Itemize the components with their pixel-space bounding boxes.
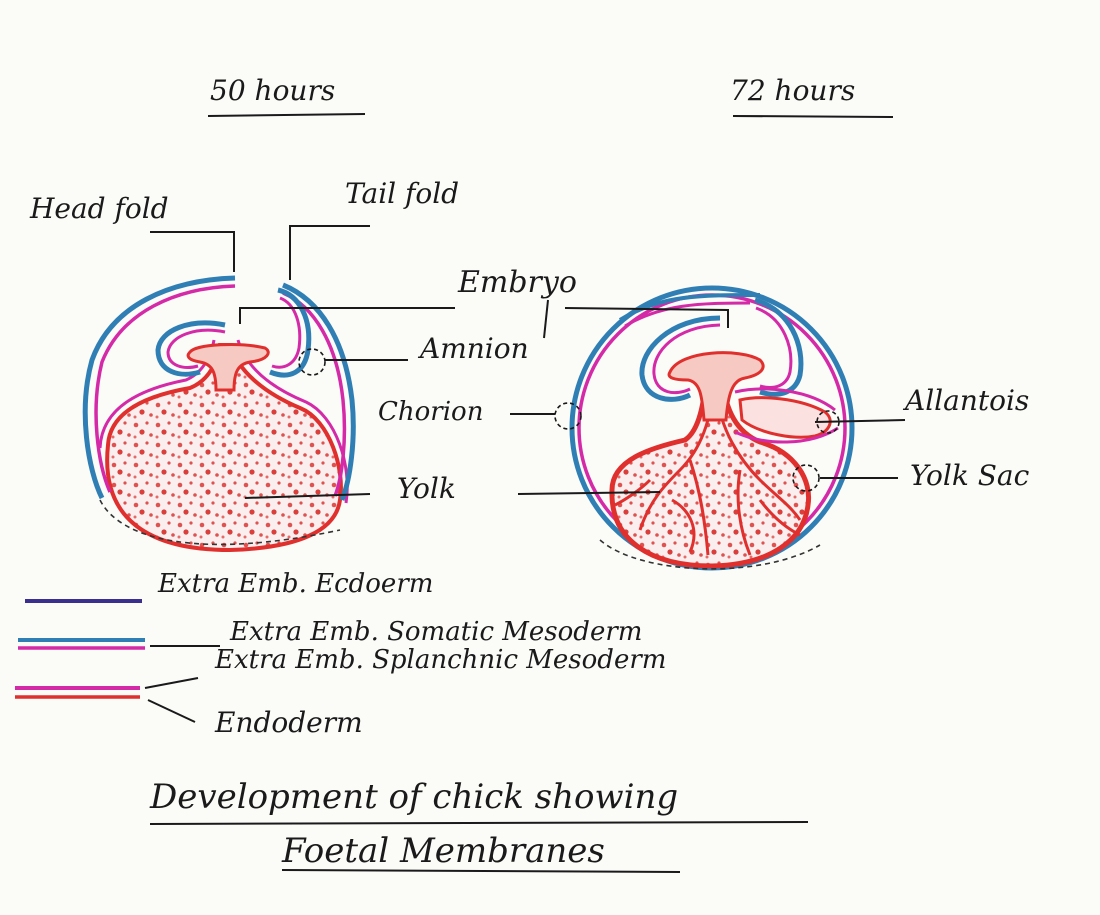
label-amnion: Amnion [325, 332, 529, 365]
tail-fold-label: Tail fold [345, 177, 459, 210]
label-yolk: Yolk [244, 472, 661, 505]
amnion-fold-head-50h [155, 320, 226, 377]
label-chorion: Chorion [378, 397, 555, 427]
caption-line-1: Development of chick showing [149, 777, 678, 817]
yolk-label: Yolk [397, 472, 456, 505]
chorion-label: Chorion [378, 397, 483, 427]
stage-title-50h-text: 50 hours [210, 74, 335, 107]
caption-line-2: Foetal Membranes [281, 831, 605, 871]
embryo-body-72h [667, 351, 765, 422]
legend-item-splanchnic: Extra Emb. Splanchnic Mesoderm [15, 645, 666, 699]
caption: Development of chick showing Foetal Memb… [149, 777, 809, 873]
legend-item-ectoderm: Extra Emb. Ecdoerm [25, 569, 433, 603]
label-tail-fold: Tail fold [289, 177, 459, 280]
stage-title-72h-text: 72 hours [730, 74, 855, 107]
embryo-diagram-50h [82, 275, 356, 553]
label-yolk-sac: Yolk Sac [820, 459, 1030, 492]
embryo-label: Embryo [457, 265, 577, 300]
stage-title-50h: 50 hours [207, 74, 366, 117]
allantois-72h [738, 396, 832, 439]
embryo-body-50h [186, 343, 270, 392]
legend: Extra Emb. Ecdoerm Extra Emb. Somatic Me… [15, 569, 666, 739]
label-embryo: Embryo [239, 265, 729, 339]
legend-item-somatic: Extra Emb. Somatic Mesoderm [18, 617, 642, 650]
allantois-label: Allantois [902, 384, 1029, 417]
legend-label-endoderm: Endoderm [214, 706, 363, 739]
amnion-72h [639, 315, 721, 402]
chorion-outer-50h [82, 275, 236, 500]
legend-item-endoderm: Endoderm [147, 699, 363, 739]
yolk-mass-50h [105, 343, 343, 553]
yolk-mass-72h [609, 377, 812, 569]
legend-label-ectoderm: Extra Emb. Ecdoerm [157, 569, 433, 599]
embryo-diagram-72h [554, 285, 855, 571]
legend-label-splanchnic: Extra Emb. Splanchnic Mesoderm [214, 645, 666, 675]
legend-label-somatic: Extra Emb. Somatic Mesoderm [229, 617, 642, 647]
amnion-label: Amnion [417, 332, 529, 365]
label-head-fold: Head fold [29, 192, 235, 272]
amnion-marker-50h [298, 348, 326, 376]
yolk-sac-label: Yolk Sac [910, 459, 1030, 492]
stage-title-72h: 72 hours [730, 74, 894, 118]
yolk-sac-marker [792, 464, 820, 492]
label-allantois: Allantois [814, 384, 1029, 423]
chorion-marker [554, 402, 582, 430]
head-fold-label: Head fold [29, 192, 169, 225]
